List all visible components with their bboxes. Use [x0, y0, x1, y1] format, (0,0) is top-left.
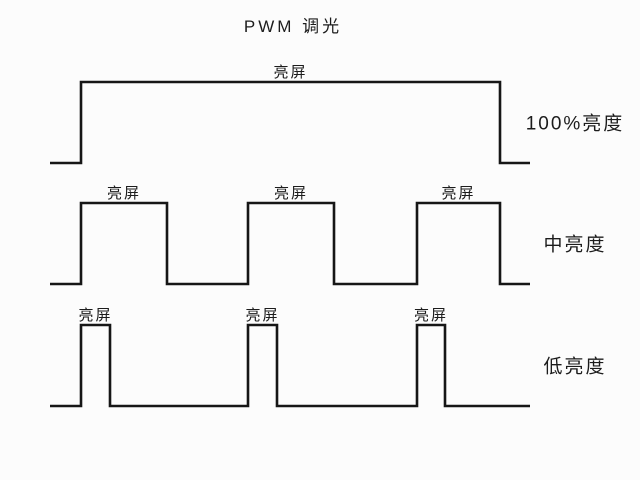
waveform-rows: 亮屏100%亮度亮屏亮屏亮屏中亮度亮屏亮屏亮屏低亮度 [50, 64, 625, 408]
waveform-row-full-brightness: 亮屏 100%亮度 [50, 64, 625, 165]
waveform-trace-medium-brightness [50, 201, 530, 286]
waveform-trace-full-brightness [50, 80, 530, 165]
waveform-trace-low-brightness [50, 323, 530, 408]
pulse-label-medium-brightness: 亮屏 [274, 185, 308, 202]
row-label-low-brightness: 低亮度 [543, 356, 606, 378]
pulse-label-medium-brightness: 亮屏 [107, 185, 141, 202]
row-label-medium-brightness: 中亮度 [543, 234, 606, 256]
pulse-label-low-brightness: 亮屏 [78, 307, 112, 324]
pulse-label-full-brightness: 亮屏 [273, 64, 307, 81]
row-label-full-brightness: 100%亮度 [526, 113, 625, 135]
pulse-label-low-brightness: 亮屏 [245, 307, 279, 324]
pulse-label-low-brightness: 亮屏 [414, 307, 448, 324]
pulse-label-medium-brightness: 亮屏 [441, 185, 475, 202]
diagram-title: PWM 调光 [244, 17, 342, 36]
